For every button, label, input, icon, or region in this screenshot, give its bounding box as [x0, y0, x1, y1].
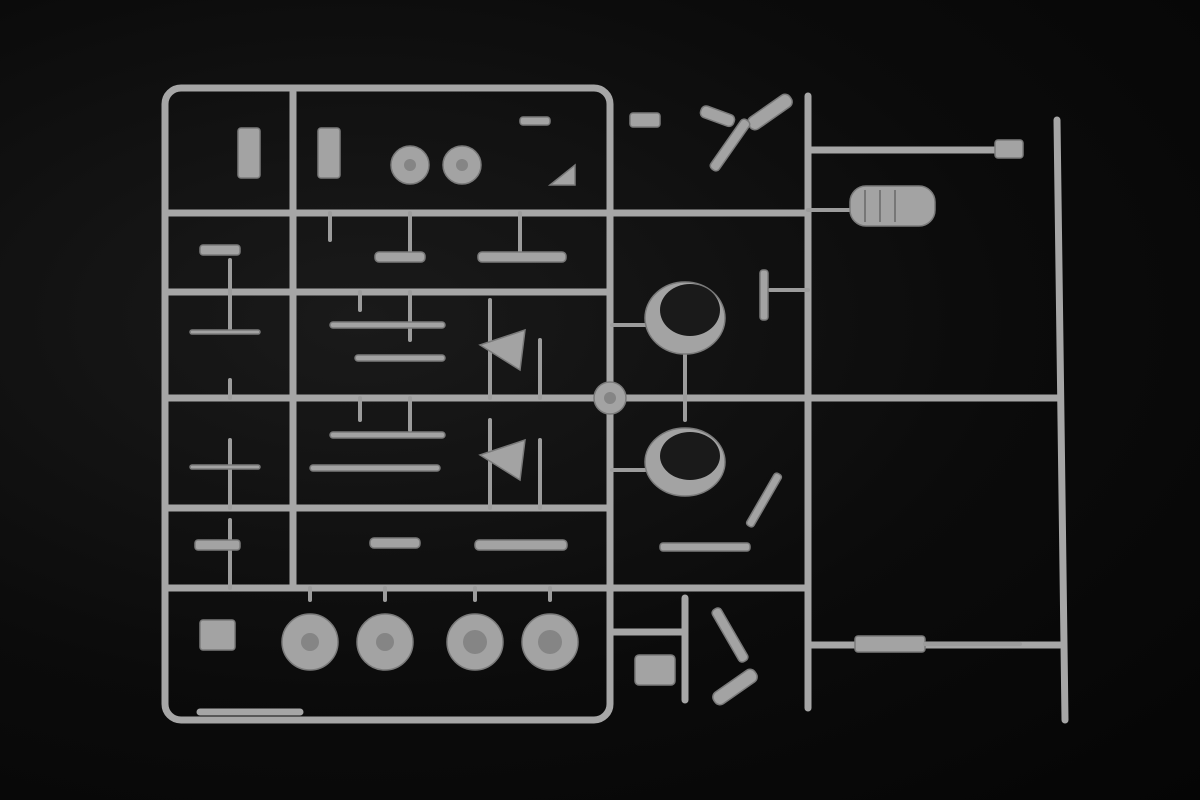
- vertical-runner-far-right: [1053, 116, 1069, 724]
- strut-part-right: [854, 635, 1022, 653]
- misc-small-parts: [189, 93, 1024, 706]
- engine-part: [849, 185, 936, 227]
- large-wheel-parts: [281, 613, 579, 671]
- small-wheel-parts: [390, 145, 482, 185]
- center-hub: [593, 381, 627, 415]
- sprue-gates: [228, 208, 852, 602]
- engine-cowl-rings: [644, 281, 726, 497]
